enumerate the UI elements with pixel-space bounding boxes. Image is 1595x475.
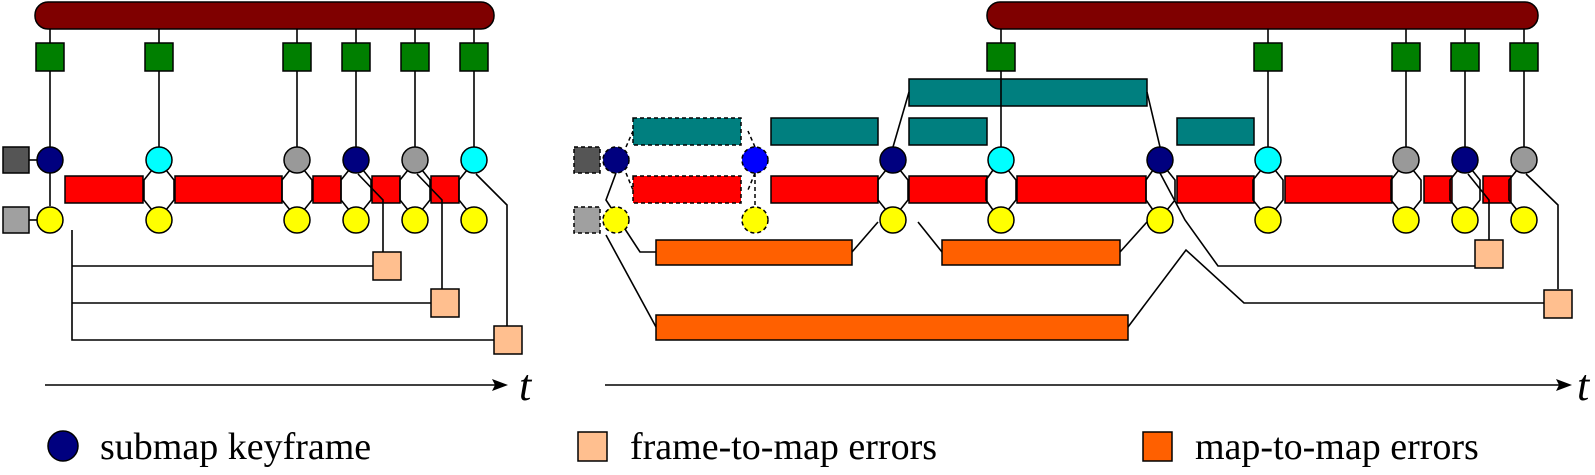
frame-to-map-links [1159, 172, 1559, 289]
submap-keyframe-node [1451, 146, 1479, 174]
submap-keyframe-node [342, 146, 370, 174]
relative-pose-bars [632, 78, 1255, 146]
speed-bias-nodes [36, 206, 488, 234]
keyframe-node [1254, 146, 1282, 174]
reprojection-bars [632, 175, 1512, 204]
node-links [49, 169, 468, 211]
map-to-map-error-bars [655, 239, 1129, 341]
keyframe-node [283, 146, 311, 174]
submap-keyframe-node [1146, 146, 1174, 174]
keyframe-nodes [602, 146, 1538, 174]
keyframe-node [401, 146, 429, 174]
imu-nodes [35, 42, 489, 72]
marginalized-keyframe [741, 146, 769, 174]
frame-to-map-legend-icon [577, 431, 608, 462]
frame-to-map-error-nodes [1474, 239, 1573, 319]
frame-to-map-links [71, 173, 508, 341]
imu-node [144, 42, 174, 72]
imu-node [35, 42, 65, 72]
legend-map-to-map-errors: map-to-map errors [1195, 426, 1479, 468]
time-axis-label: t [519, 361, 533, 410]
prior-pose [2, 146, 30, 174]
frame-to-map-error-nodes [372, 251, 523, 355]
submap-keyframe-node [879, 146, 907, 174]
right-panel: t [573, 1, 1591, 410]
imu-factor-bar [986, 1, 1539, 30]
left-panel: t [2, 1, 533, 410]
submap-keyframe-node [36, 146, 64, 174]
node-links [625, 130, 1518, 211]
prior-speed-bias [2, 206, 30, 234]
legend: submap keyframe frame-to-map errors map-… [47, 426, 1479, 468]
prior-speed-bias [573, 206, 601, 234]
legend-frame-to-map-errors: frame-to-map errors [630, 426, 937, 468]
map-to-map-legend-icon [1142, 431, 1173, 462]
keyframe-node [145, 146, 173, 174]
keyframe-node [1392, 146, 1420, 174]
marginalized-submap-keyframe [602, 146, 630, 174]
imu-node [459, 42, 489, 72]
imu-node [341, 42, 371, 72]
keyframe-node [1510, 146, 1538, 174]
legend-submap-keyframe: submap keyframe [100, 426, 371, 468]
imu-node [400, 42, 430, 72]
time-axis-label: t [1577, 361, 1591, 410]
imu-node [282, 42, 312, 72]
imu-nodes [986, 42, 1539, 72]
prior-pose [573, 146, 601, 174]
submap-keyframe-legend-icon [47, 430, 79, 462]
keyframe-node [987, 146, 1015, 174]
keyframe-nodes [36, 146, 488, 174]
keyframe-node [460, 146, 488, 174]
imu-factor-bar [34, 1, 495, 30]
speed-bias-nodes [602, 206, 1538, 234]
